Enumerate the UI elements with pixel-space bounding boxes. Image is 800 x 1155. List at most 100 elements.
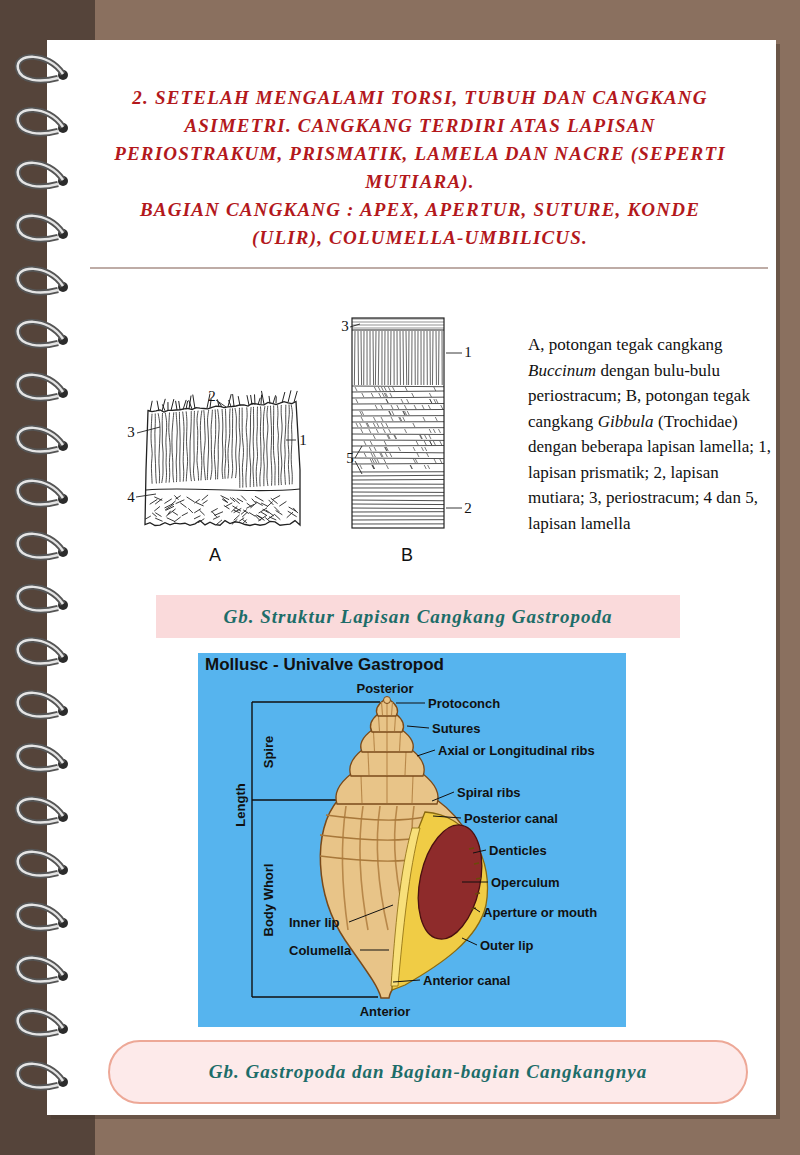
prismatic-fibre xyxy=(277,405,278,485)
section-outline xyxy=(145,401,300,525)
periostracum-bristle xyxy=(189,396,191,410)
binding-ring xyxy=(18,1064,63,1088)
callout-number: 1 xyxy=(464,344,472,361)
lamella-mark xyxy=(417,453,419,457)
lamella-mark xyxy=(398,447,400,451)
spire-whorl xyxy=(370,714,403,732)
lamella-mark xyxy=(215,512,224,516)
prismatic-fibre xyxy=(370,331,371,385)
lamella-mark xyxy=(372,465,374,469)
binding-ring xyxy=(18,693,63,717)
periostracum-bristle xyxy=(261,395,263,405)
prismatic-fibre xyxy=(423,331,424,385)
lamella-line xyxy=(352,434,444,435)
lamella-mark xyxy=(176,500,185,504)
lamella-mark xyxy=(427,453,429,457)
prismatic-fibre xyxy=(363,331,364,385)
lamella-mark xyxy=(381,387,383,391)
leader-line xyxy=(462,938,477,945)
lamella-mark xyxy=(428,405,430,409)
lamella-mark xyxy=(372,465,374,469)
periostracum-line xyxy=(352,322,444,323)
lamella-mark xyxy=(293,508,298,513)
lamella-mark xyxy=(355,387,357,391)
prismatic-fibre xyxy=(256,407,257,487)
prismatic-fibre xyxy=(260,406,261,486)
lamella-mark xyxy=(362,393,364,397)
lamella-mark xyxy=(422,405,424,409)
description-text: A, potongan tegak cangkang xyxy=(528,335,723,354)
prismatic-fibre xyxy=(388,331,389,385)
periostracum-bristle xyxy=(217,399,219,407)
lamella-mark xyxy=(384,387,386,391)
lamella-mark xyxy=(410,465,412,469)
nacre-line xyxy=(352,475,444,477)
binding-ring-shine xyxy=(18,852,63,876)
lamella-mark xyxy=(212,512,217,517)
binding-ring xyxy=(18,534,63,558)
lamella-mark xyxy=(172,511,178,515)
lamella-line xyxy=(352,415,444,416)
lamella-line xyxy=(352,445,444,446)
prismatic-fibre xyxy=(408,331,409,385)
lamella-mark xyxy=(370,441,372,445)
prismatic-fibre xyxy=(281,405,282,485)
lamella-mark xyxy=(275,515,281,520)
lamella-mark xyxy=(364,441,366,445)
nacre-line xyxy=(352,471,444,472)
lamella-mark xyxy=(425,435,427,439)
lamella-mark xyxy=(421,447,423,451)
lamella-mark xyxy=(376,429,378,433)
lamella-mark xyxy=(266,510,274,516)
prismatic-fibre xyxy=(284,405,285,485)
leader-line xyxy=(432,792,454,801)
lamella-mark xyxy=(441,405,443,409)
lamella-mark xyxy=(424,465,426,469)
binding-ring-shine xyxy=(18,110,63,134)
binding-ring-shine xyxy=(18,693,63,717)
binding-ring xyxy=(18,481,63,505)
lamella-mark xyxy=(224,505,230,509)
prismatic-fibre xyxy=(373,331,375,385)
callout-number: B xyxy=(401,545,413,566)
lamella-mark xyxy=(265,518,270,522)
prismatic-fibre xyxy=(438,331,439,385)
lamella-mark xyxy=(213,516,220,519)
lamella-mark xyxy=(274,507,279,512)
prismatic-fibre xyxy=(210,410,212,480)
lamella-mark xyxy=(373,453,375,457)
periostracum-line xyxy=(352,328,444,329)
periostracum-bristle xyxy=(176,401,177,410)
lamella-mark xyxy=(255,496,264,501)
prismatic-fibre xyxy=(403,331,405,385)
binding-ring xyxy=(18,163,63,187)
prismatic-fibre xyxy=(179,412,181,482)
prismatic-fibre xyxy=(200,410,202,480)
lamella-mark xyxy=(232,506,241,511)
periostracum-bristle xyxy=(276,396,277,403)
dimension-bracket xyxy=(252,996,378,997)
axial-rib xyxy=(386,752,387,775)
periostracum-bristle xyxy=(261,391,264,404)
lamella-mark xyxy=(198,519,204,523)
prismatic-fibre xyxy=(242,408,243,488)
periostracum-bristle xyxy=(251,395,252,405)
lamella-mark xyxy=(373,465,375,469)
binding-ring-shine xyxy=(18,1064,63,1088)
periostracum-bristle xyxy=(254,394,255,404)
leader-line xyxy=(355,446,362,458)
prismatic-fibre xyxy=(367,331,368,385)
prismatic-fibre xyxy=(273,405,275,485)
lamella-mark xyxy=(403,411,405,415)
lamella-mark xyxy=(393,387,395,391)
binding-ring-shine xyxy=(18,481,63,505)
lamella-mark xyxy=(407,411,409,415)
divider-rule xyxy=(90,267,768,269)
lamella-mark xyxy=(381,417,383,421)
binding-ring xyxy=(18,1011,63,1035)
lamella-line xyxy=(352,391,444,393)
axial-rib xyxy=(386,732,387,751)
lamella-mark xyxy=(221,496,230,500)
lamella-mark xyxy=(420,435,422,439)
binding-ring-shine xyxy=(18,216,63,240)
